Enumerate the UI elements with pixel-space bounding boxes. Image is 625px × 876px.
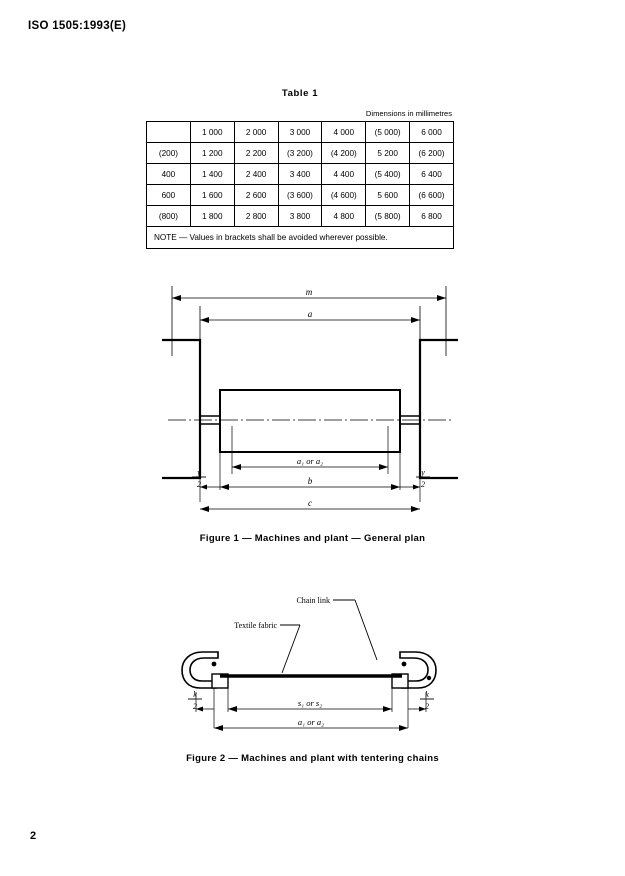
arrowhead-c-left xyxy=(200,506,209,512)
table-cell: 5 200 xyxy=(365,142,411,164)
table-cell: 1 800 xyxy=(189,205,235,227)
table-cell: 4 800 xyxy=(321,205,367,227)
document-header: ISO 1505:1993(E) xyxy=(28,20,127,32)
table-cell: (5 000) xyxy=(365,121,411,143)
table-cell: 3 800 xyxy=(277,205,323,227)
table-cell xyxy=(146,121,191,143)
table-note-row: NOTE — Values in brackets shall be avoid… xyxy=(146,226,454,249)
right-chain-pin-lower xyxy=(426,675,432,681)
label-m: m xyxy=(306,287,313,297)
table-cell: 1 400 xyxy=(189,163,235,185)
label-a1-or-a2: a₁ or a₂ xyxy=(297,456,323,466)
label-c: c xyxy=(308,498,312,508)
table-cell: (3 600) xyxy=(277,184,323,206)
arrowhead-a-right xyxy=(411,317,420,323)
label-k-numerator-left: k xyxy=(193,690,197,699)
table-cell: 4 400 xyxy=(321,163,367,185)
page-number: 2 xyxy=(30,830,37,842)
table-row: (200) 1 200 2 200 (3 200) (4 200) 5 200 … xyxy=(146,142,454,164)
figure-1-caption: Figure 1 — Machines and plant — General … xyxy=(199,533,426,544)
figure-2-diagram: Chain link Textile fabric s₁ or s₂ a₁ or… xyxy=(170,588,460,748)
arrowhead-s1-right xyxy=(383,706,392,712)
arrowhead-a1-right xyxy=(399,725,408,731)
table-cell: (200) xyxy=(146,142,191,164)
leader-line-chain-link-diagonal xyxy=(354,599,378,661)
arrowhead-a-left xyxy=(200,317,209,323)
table-units-caption: Dimensions in millimetres xyxy=(365,109,452,118)
table-row: (800) 1 800 2 800 3 800 4 800 (5 800) 6 … xyxy=(146,205,454,227)
arrowhead-m-left xyxy=(172,295,181,301)
label-textile-fabric: Textile fabric xyxy=(234,621,277,630)
arrowhead-m-right xyxy=(437,295,446,301)
table-cell: 1 000 xyxy=(189,121,235,143)
left-chain-pin xyxy=(211,661,217,667)
table-cell: (5 800) xyxy=(365,205,411,227)
table-cell: 6 800 xyxy=(409,205,454,227)
label-y-denominator-left: 2 xyxy=(197,480,201,489)
right-chain-pin xyxy=(401,661,407,667)
table-cell: 2 400 xyxy=(233,163,279,185)
leader-line-textile-diagonal xyxy=(281,624,301,674)
table-cell: 2 200 xyxy=(233,142,279,164)
label-k-denominator-right: 2 xyxy=(425,702,429,711)
roller-body xyxy=(219,389,401,453)
table-cell: 3 400 xyxy=(277,163,323,185)
dimensions-table: 1 000 2 000 3 000 4 000 (5 000) 6 000 (2… xyxy=(146,121,454,249)
table-cell: 2 000 xyxy=(233,121,279,143)
table-cell: 5 600 xyxy=(365,184,411,206)
figure-2-caption: Figure 2 — Machines and plant with tente… xyxy=(186,753,439,764)
arrowhead-b-right xyxy=(391,484,400,490)
table-cell: 6 000 xyxy=(409,121,454,143)
table-cell: (800) xyxy=(146,205,191,227)
arrowhead-a1-left xyxy=(232,464,241,470)
table-cell: (5 400) xyxy=(365,163,411,185)
figure-1-diagram: m a a₁ or a₂ b c y 2 y 2 xyxy=(150,278,480,528)
table-cell: 2 800 xyxy=(233,205,279,227)
arrowhead-y2-right xyxy=(413,484,420,490)
arrowhead-a1-right xyxy=(379,464,388,470)
arrowhead-a1-left xyxy=(214,725,223,731)
label-k-numerator-right: k xyxy=(425,690,429,699)
label-y-denominator-right: 2 xyxy=(421,480,425,489)
table-cell: 400 xyxy=(146,163,191,185)
table-row: 1 000 2 000 3 000 4 000 (5 000) 6 000 xyxy=(146,121,454,143)
label-y-numerator-left: y xyxy=(196,468,201,477)
label-s1-or-s2: s₁ or s₂ xyxy=(298,698,322,708)
label-y-numerator-right: y xyxy=(420,468,425,477)
table-row: 600 1 600 2 600 (3 600) (4 600) 5 600 (6… xyxy=(146,184,454,206)
table-cell: (3 200) xyxy=(277,142,323,164)
label-k-denominator-left: 2 xyxy=(193,702,197,711)
right-frame-bracket xyxy=(418,338,458,480)
table-cell: 3 000 xyxy=(277,121,323,143)
table-row: 400 1 400 2 400 3 400 4 400 (5 400) 6 40… xyxy=(146,163,454,185)
table-cell: 1 600 xyxy=(189,184,235,206)
table-cell: 600 xyxy=(146,184,191,206)
table-cell: (4 200) xyxy=(321,142,367,164)
arrowhead-k2-right xyxy=(419,706,426,712)
table-cell: (6 600) xyxy=(409,184,454,206)
table-cell: 6 400 xyxy=(409,163,454,185)
right-chain-clip xyxy=(399,651,437,689)
label-b: b xyxy=(308,476,313,486)
label-a1-or-a2: a₁ or a₂ xyxy=(298,717,324,727)
left-frame-bracket xyxy=(162,338,202,480)
table-cell: (6 200) xyxy=(409,142,454,164)
arrowhead-c-right xyxy=(411,506,420,512)
table-cell: 1 200 xyxy=(189,142,235,164)
table-cell: 2 600 xyxy=(233,184,279,206)
arrowhead-b-left xyxy=(220,484,229,490)
left-chain-clip xyxy=(181,651,219,689)
table-title: Table 1 xyxy=(281,88,319,99)
table-1-block: Table 1 Dimensions in millimetres 1 000 … xyxy=(146,88,454,249)
table-cell: 4 000 xyxy=(321,121,367,143)
table-note: NOTE — Values in brackets shall be avoid… xyxy=(146,226,454,249)
arrowhead-s1-left xyxy=(228,706,237,712)
label-a: a xyxy=(308,309,313,319)
table-cell: (4 600) xyxy=(321,184,367,206)
arrowhead-y2-left xyxy=(200,484,207,490)
label-chain-link: Chain link xyxy=(296,596,330,605)
arrowhead-k2-left xyxy=(196,706,203,712)
